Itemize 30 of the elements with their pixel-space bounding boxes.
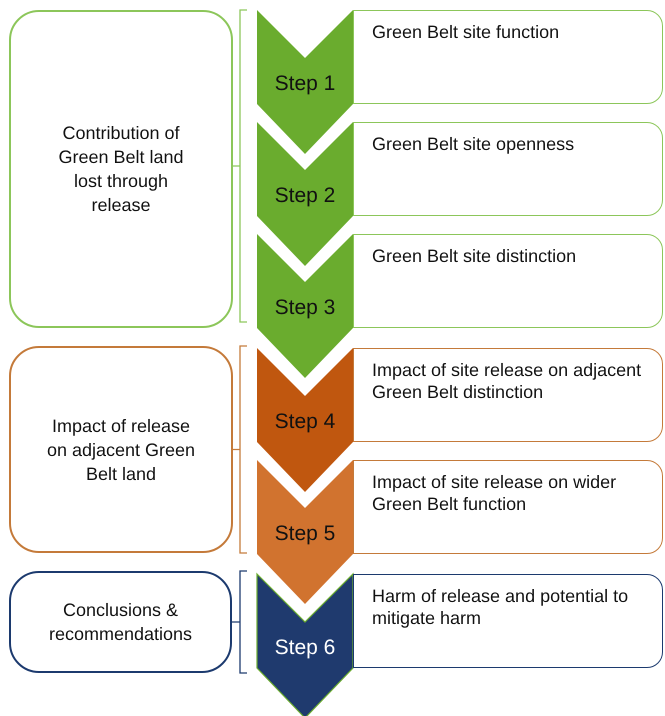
- step-panel: [257, 460, 353, 604]
- description-box: [353, 348, 663, 442]
- step-panel: [257, 574, 353, 716]
- description-text: Harm of release and potential to mitigate harm: [372, 585, 630, 629]
- description-box: [353, 10, 663, 104]
- description-box: [353, 234, 663, 328]
- description-text: Impact of site release on wider Green Belt function: [372, 471, 618, 515]
- step-panel: [257, 122, 353, 266]
- group-label: Conclusions & recommendations: [48, 599, 194, 646]
- group-label: Impact of release on adjacent Green Belt land: [46, 414, 196, 486]
- description-text: Green Belt site function: [372, 21, 560, 43]
- description-text: Green Belt site distinction: [372, 245, 578, 267]
- description-text: Impact of site release on adjacent Green Belt distinction: [372, 359, 642, 403]
- group-box: [9, 10, 233, 328]
- step-label: Step 5: [274, 522, 336, 546]
- step-label: Step 1: [274, 72, 336, 96]
- step-panel: [257, 234, 353, 378]
- step-label: Step 2: [274, 184, 336, 208]
- step-label: Step 3: [274, 296, 336, 320]
- group-box: [9, 571, 232, 673]
- description-box: [353, 574, 663, 668]
- group-label: Contribution of Green Belt land lost through release: [57, 122, 185, 217]
- step-panel: [257, 10, 353, 154]
- step-label: Step 4: [274, 410, 336, 434]
- description-text: Green Belt site openness: [372, 133, 576, 155]
- description-box: [353, 122, 663, 216]
- step-label: Step 6: [274, 636, 336, 660]
- step-panel: [257, 348, 353, 492]
- group-box: [9, 346, 233, 553]
- description-box: [353, 460, 663, 554]
